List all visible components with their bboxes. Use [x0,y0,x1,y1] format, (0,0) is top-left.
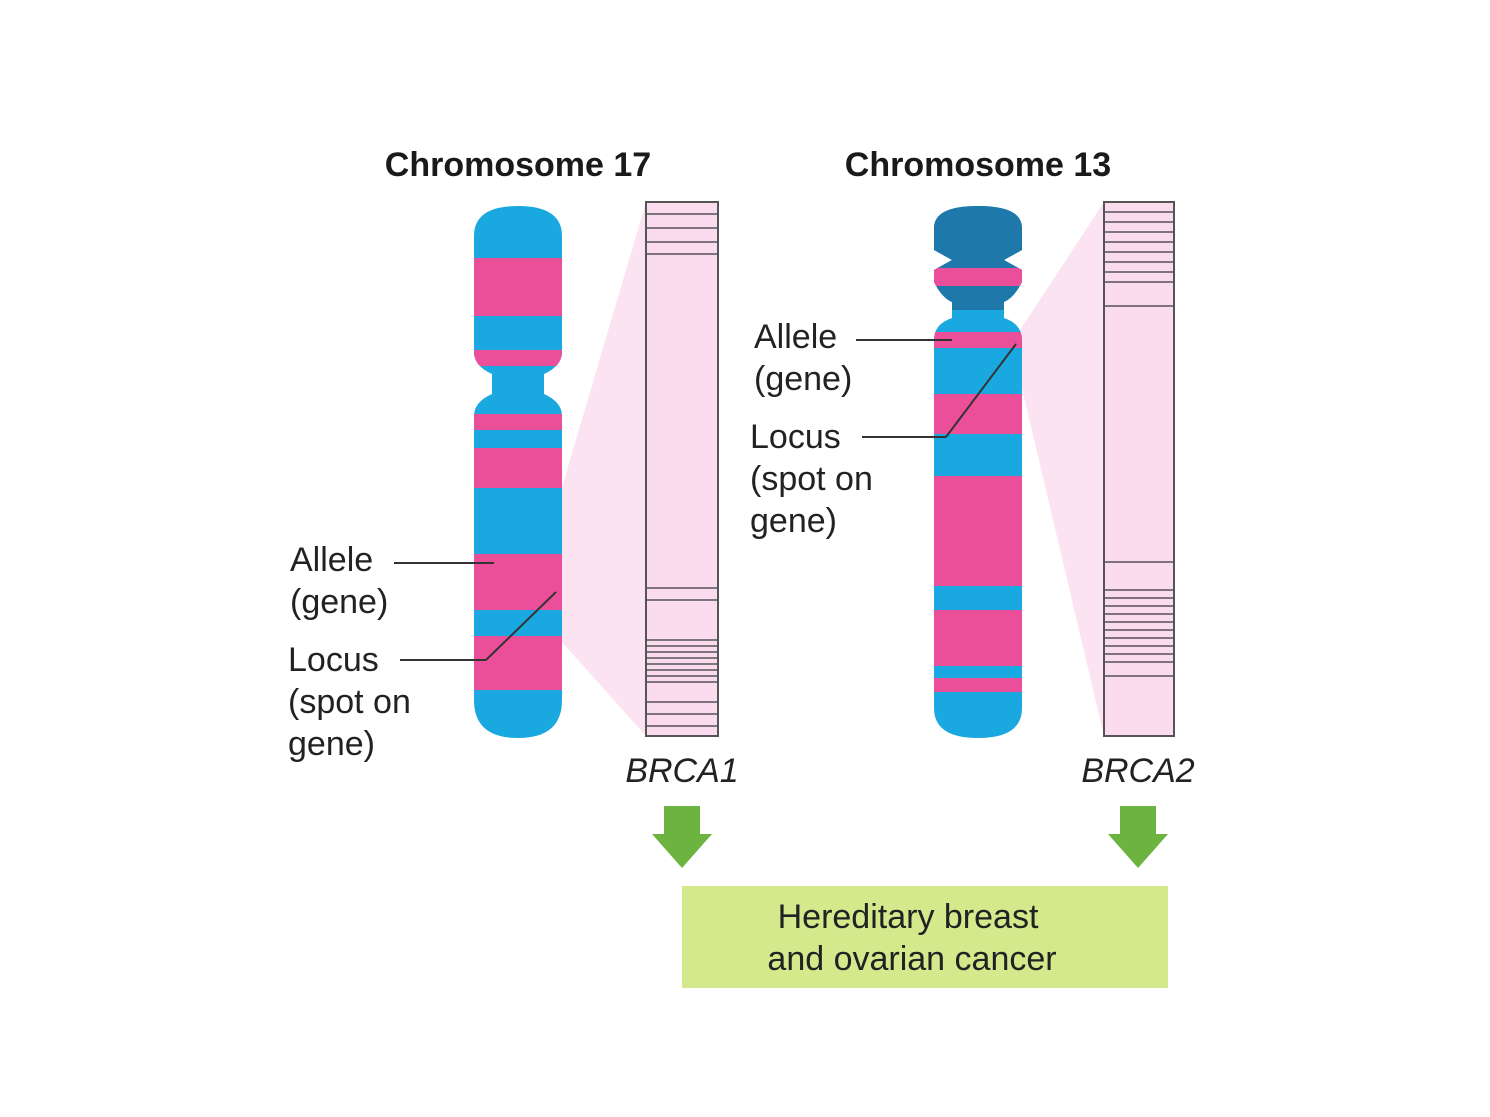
brca1-zoom-wedge [560,202,646,736]
locus-label-13: Locus [750,418,841,456]
locus-label-17: Locus [288,641,379,679]
locus-sublabel-17-line1: (spot on [288,683,411,721]
locus-sublabel-17-line2: gene) [288,725,375,763]
brca1-gene-map [645,201,719,737]
chromosome-13 [934,206,1022,738]
chromosome-13-title: Chromosome 13 [845,146,1111,184]
brca2-zoom-wedge [1020,202,1104,736]
allele-label-13: Allele [754,318,837,356]
chromosome-17 [474,206,562,738]
brca1-label: BRCA1 [625,752,738,790]
outcome-line-2: and ovarian cancer [767,940,1056,978]
locus-sublabel-13-line1: (spot on [750,460,873,498]
brca2-label: BRCA2 [1081,752,1194,790]
outcome-box [682,886,1168,988]
locus-pointer-17 [485,591,557,661]
allele-sublabel-13: (gene) [754,360,852,398]
brca1-down-arrow-icon [652,806,712,868]
outcome-line-1: Hereditary breast [778,898,1039,936]
brca2-down-arrow-icon [1108,806,1168,868]
allele-label-17: Allele [290,541,373,579]
chromosome-17-title: Chromosome 17 [385,146,651,184]
brca2-gene-map [1103,201,1175,737]
locus-sublabel-13-line2: gene) [750,502,837,540]
locus-pointer-13 [945,343,1017,438]
allele-sublabel-17: (gene) [290,583,388,621]
